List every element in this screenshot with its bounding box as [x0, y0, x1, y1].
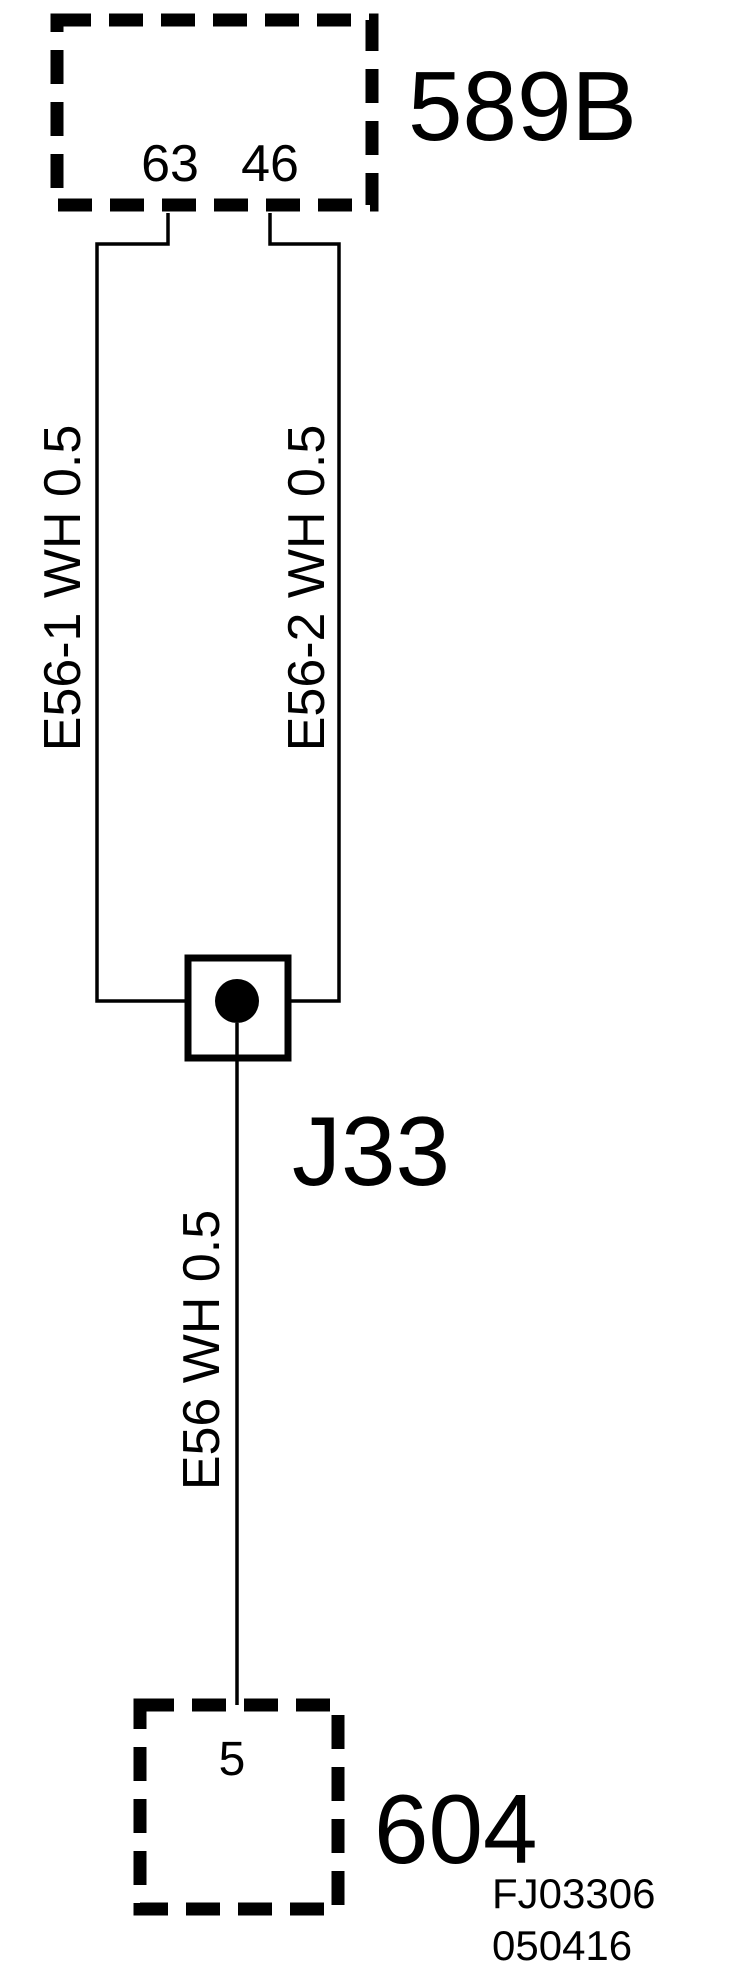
connector-604-outline [133, 1698, 345, 1916]
connector-589b-pin-63: 63 [141, 135, 199, 193]
wire-e56-1-path [95, 213, 188, 1003]
connector-604-pin-5: 5 [219, 1733, 246, 1786]
connector-589b-label: 589B [408, 51, 637, 161]
connector-604-label: 604 [374, 1774, 538, 1884]
splice-j33-label: J33 [292, 1096, 450, 1206]
wire-e56-1-label: E56-1 WH 0.5 [34, 425, 92, 752]
connector-589b-pin-46: 46 [241, 135, 299, 193]
figure-code-line-1: FJ03306 [492, 1870, 655, 1917]
splice-j33-node [215, 979, 259, 1023]
wire-e56-2-label: E56-2 WH 0.5 [278, 425, 336, 752]
connector-604[interactable]: 5 [133, 1698, 345, 1916]
wire-e56-1[interactable] [95, 213, 188, 1003]
figure-code-line-2: 050416 [492, 1922, 632, 1969]
wire-e56-2-path [268, 213, 341, 1003]
connector-589b-outline [50, 13, 379, 212]
connector-589b[interactable]: 63 46 [50, 13, 379, 212]
wire-e56-label: E56 WH 0.5 [173, 1210, 231, 1490]
wire-e56-2[interactable] [268, 213, 341, 1003]
